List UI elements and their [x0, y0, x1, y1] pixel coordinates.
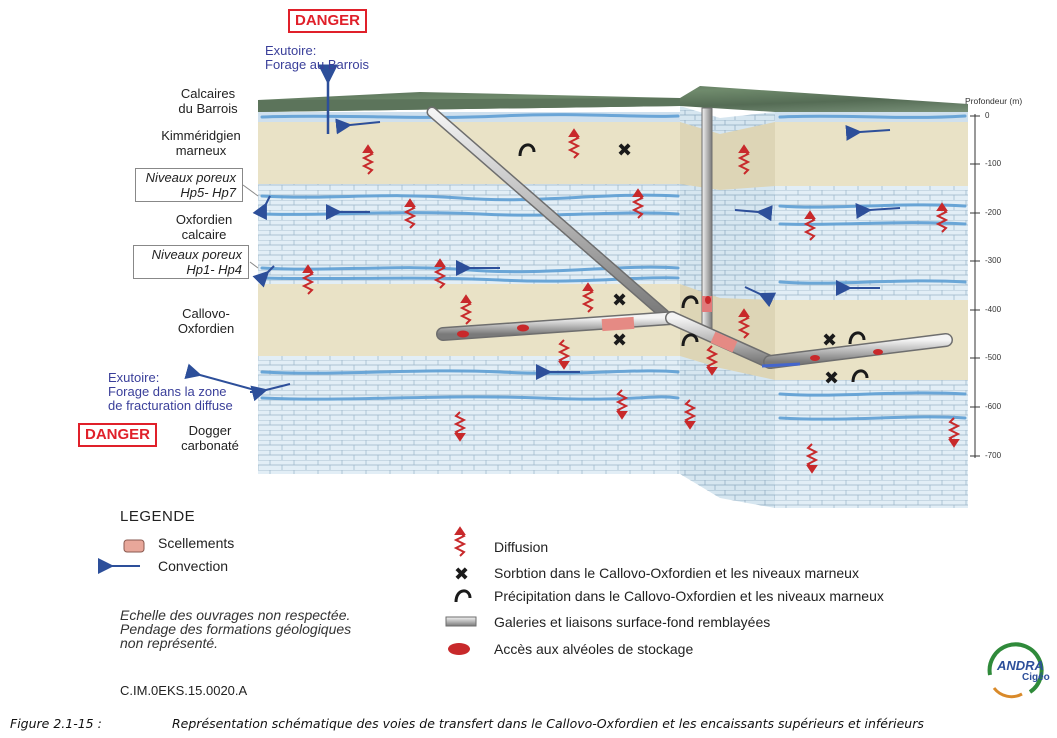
- andra-logo-icon: [987, 642, 1044, 699]
- depth-tick-label: -700: [985, 451, 1002, 460]
- exutoire-top-line2: Forage au Barrois: [265, 57, 370, 72]
- layer-label-niveaux-poreux-hp5-hp7: Niveaux poreux Hp5- Hp7: [135, 168, 243, 202]
- exutoire-left-line2: Forage dans la zone: [108, 384, 227, 399]
- svg-text:✖: ✖: [824, 368, 839, 389]
- exutoire-top-label: Exutoire: Forage au Barrois: [265, 44, 369, 72]
- layer-label-callovo-oxfordien: Callovo- Oxfordien: [156, 306, 256, 336]
- scale-note-line: Echelle des ouvrages non respectée.: [120, 607, 351, 623]
- layer-label-line: Niveaux poreux: [145, 170, 236, 185]
- layer-label-kimmeridgien: Kimméridgien marneux: [146, 128, 256, 158]
- legend-item-diffusion: Diffusion: [494, 539, 549, 555]
- layer-label-line: carbonaté: [181, 438, 239, 453]
- layer-label-line: Dogger: [188, 423, 232, 438]
- legend-item-precipitation: Précipitation dans le Callovo-Oxfordien …: [494, 588, 884, 604]
- scale-note: Echelle des ouvrages non respectée. Pend…: [120, 608, 351, 650]
- legend-item-sorption: Sorbtion dans le Callovo-Oxfordien et le…: [494, 565, 859, 581]
- layer-label-line: Oxfordien: [177, 321, 235, 336]
- logo-cigeo-text: Cigéo: [1022, 672, 1050, 683]
- depth-tick-label: -500: [985, 353, 1002, 362]
- depth-tick-label: -400: [985, 305, 1002, 314]
- scale-note-line: Pendage des formations géologiques: [120, 621, 352, 637]
- exutoire-top-line1: Exutoire:: [265, 43, 317, 58]
- depth-tick-label: -100: [985, 159, 1002, 168]
- legend-item-acces-alveoles: Accès aux alvéoles de stockage: [494, 641, 694, 657]
- exutoire-left-line1: Exutoire:: [108, 370, 160, 385]
- layer-label-line: Calcaires: [180, 86, 236, 101]
- svg-text:✖: ✖: [822, 330, 837, 351]
- layer-label-line: calcaire: [181, 227, 227, 242]
- seal-legend-icon: [123, 539, 145, 553]
- svg-text:✖: ✖: [612, 290, 627, 311]
- legend-item-convection: Convection: [158, 558, 229, 574]
- depth-tick-label: 0: [985, 111, 990, 120]
- layer-label-line: Hp1- Hp4: [186, 262, 242, 277]
- svg-text:✖: ✖: [454, 564, 469, 585]
- legend-title: LEGENDE: [120, 508, 196, 525]
- svg-text:✖: ✖: [617, 140, 632, 161]
- legend-item-scellements: Scellements: [158, 535, 235, 551]
- layer-label-oxfordien-calcaire: Oxfordien calcaire: [152, 212, 256, 242]
- layer-label-line: Oxfordien: [175, 212, 233, 227]
- layer-label-line: Niveaux poreux: [151, 247, 242, 262]
- depth-axis-title: Profondeur (m): [965, 96, 1023, 106]
- legend-item-galeries: Galeries et liaisons surface-fond rembla…: [494, 614, 771, 630]
- danger-label-bottom: DANGER: [78, 423, 158, 447]
- reference-code: C.IM.0EKS.15.0020.A: [120, 683, 248, 698]
- scale-note-line: non représenté.: [120, 635, 219, 651]
- layer-label-niveaux-poreux-hp1-hp4: Niveaux poreux Hp1- Hp4: [133, 245, 249, 279]
- figure-caption-text: Représentation schématique des voies de …: [172, 716, 924, 731]
- depth-tick-label: -600: [985, 402, 1002, 411]
- depth-tick-label: -300: [985, 256, 1002, 265]
- exutoire-left-line3: de fracturation diffuse: [108, 398, 233, 413]
- depth-tick-label: -200: [985, 208, 1002, 217]
- layer-label-dogger-carbonate: Dogger carbonaté: [164, 423, 256, 453]
- layer-label-calcaires-barrois: Calcaires du Barrois: [160, 86, 256, 116]
- layer-label-line: du Barrois: [178, 101, 238, 116]
- danger-label-top: DANGER: [288, 9, 368, 33]
- layer-label-line: Kimméridgien: [161, 128, 241, 143]
- logo-andra-text: ANDRA: [997, 658, 1044, 673]
- layer-label-line: Callovo-: [182, 306, 230, 321]
- exutoire-left-label: Exutoire: Forage dans la zone de fractur…: [108, 371, 233, 413]
- layer-label-line: Hp5- Hp7: [180, 185, 236, 200]
- figure-caption-label: Figure 2.1-15 :: [10, 716, 102, 731]
- layer-label-line: marneux: [175, 143, 227, 158]
- svg-text:✖: ✖: [612, 330, 627, 351]
